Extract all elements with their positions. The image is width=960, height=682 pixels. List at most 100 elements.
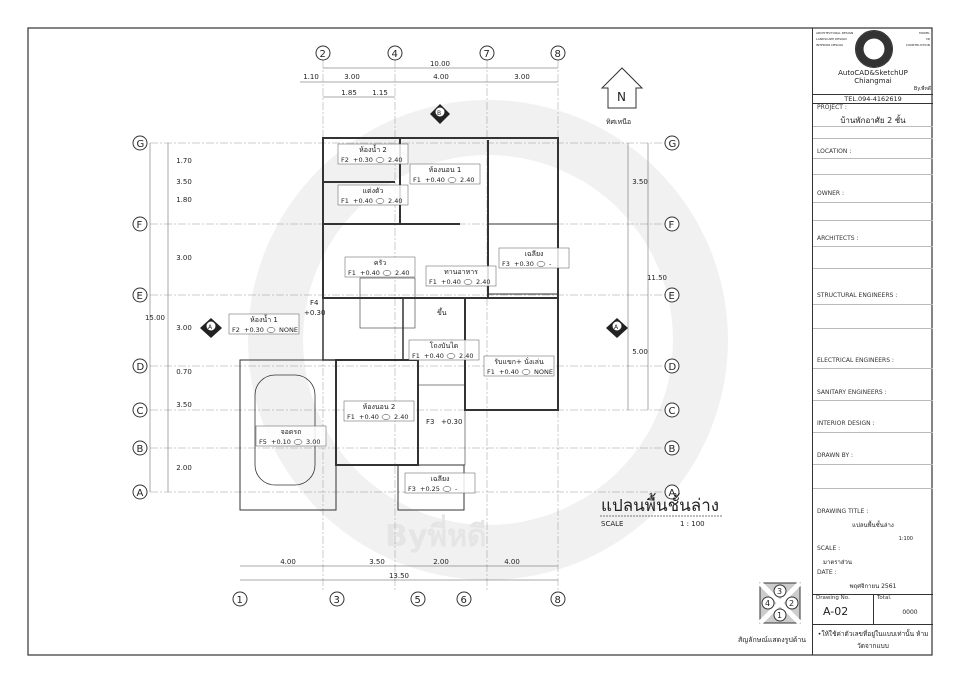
room-floor-code: F1 — [412, 352, 420, 360]
grid-label: 1 — [237, 595, 243, 606]
room-ceiling-height: - — [549, 260, 552, 268]
room-name: ทานอาหาร — [444, 268, 478, 276]
grid-label: 7 — [484, 49, 490, 60]
dimension-value: 1.15 — [372, 89, 388, 97]
grid-label: 3 — [334, 595, 340, 606]
logo-text: MODEL — [919, 31, 930, 35]
room-name: ครัว — [374, 259, 386, 267]
room-floor-code: F1 — [347, 413, 355, 421]
room-name: ห้องนอน 2 — [363, 403, 396, 411]
logo-text: ARCHITECTURAL DESIGN — [816, 31, 854, 35]
drawing-no: A-02 — [823, 605, 849, 618]
project-label: PROJECT : — [817, 104, 847, 111]
room-ceiling-height: NONE — [534, 368, 553, 376]
total-value: 0000 — [902, 609, 918, 616]
ceiling-symbol-icon — [266, 327, 276, 333]
scale-label: SCALE : — [817, 545, 841, 552]
logo-mascot — [855, 30, 893, 68]
view-number: 1 — [777, 611, 782, 620]
usage-note: •ให้ใช้ค่าตัวเลขที่อยู่ในแบบเท่านั้น ห้า… — [817, 630, 929, 650]
telephone: TEL.094-4162619 — [844, 95, 902, 103]
grid-label: A — [669, 488, 676, 499]
room-level: +0.40 — [441, 278, 461, 286]
room-level: +0.40 — [360, 269, 380, 277]
grid-label: F — [137, 220, 143, 231]
grid-label: B — [137, 444, 144, 455]
room-level: +0.25 — [420, 485, 440, 493]
ceiling-symbol-icon — [536, 261, 546, 267]
grid-label: E — [137, 291, 143, 302]
room-name: ห้องนอน 1 — [429, 166, 462, 174]
ramp — [417, 384, 466, 466]
view-number: 2 — [789, 599, 794, 608]
grid-label: F — [669, 220, 675, 231]
ceiling-symbol-icon — [381, 414, 391, 420]
grid-bubble — [132, 402, 148, 418]
room-name: แต่งตัว — [363, 187, 384, 195]
drawn-by-label: DRAWN BY : — [817, 452, 854, 459]
ceiling-symbol-icon — [463, 279, 473, 285]
room-name: เฉลียง — [525, 250, 544, 258]
grid-label: C — [137, 406, 144, 417]
dimension-value: 0.70 — [176, 368, 192, 376]
north-arrow: N ทิศเหนือ — [600, 67, 644, 126]
grid-label: A — [137, 488, 144, 499]
total-label: Total. — [877, 595, 892, 601]
scale-label: SCALE — [601, 520, 623, 528]
north-n: N — [617, 90, 626, 104]
room-ceiling-height: 2.40 — [394, 413, 408, 421]
ceiling-symbol-icon — [446, 353, 456, 359]
section-marker-a-left: A — [200, 318, 222, 338]
section-label: A — [208, 324, 213, 331]
grid-label: 8 — [555, 595, 561, 606]
ramp-level: +0.30 — [441, 418, 462, 426]
dimension-value: 3.50 — [369, 558, 385, 566]
ceiling-symbol-icon — [375, 198, 385, 204]
room-name: ห้องน้ำ 2 — [359, 143, 387, 154]
dimension-value: 13.50 — [389, 572, 409, 580]
drawing-title: แปลนพื้นชั้นล่าง — [601, 493, 719, 516]
logo-text: LANDSCAPE DESIGN — [816, 37, 847, 41]
room-ceiling-height: - — [455, 485, 458, 493]
wall-upper-block — [322, 137, 559, 299]
stair-up-label: ขึ้น — [437, 306, 447, 317]
room-name: รับแขก+ นั่งเล่น — [494, 357, 544, 366]
date-label: DATE : — [817, 569, 837, 576]
company-city: Chiangmai — [854, 77, 892, 85]
grid-bubble — [664, 216, 680, 232]
room-floor-code: F5 — [259, 438, 267, 446]
grid-bubble — [315, 45, 331, 61]
room-ceiling-height: 3.00 — [306, 438, 320, 446]
grid-bubble — [232, 591, 248, 607]
grid-bubble — [664, 402, 680, 418]
carport-outline — [239, 359, 337, 511]
logo-text: INTERIOR DESIGN — [816, 43, 843, 47]
room-level: +0.40 — [424, 352, 444, 360]
dimension-value: 4.00 — [504, 558, 520, 566]
scale-value: 1:100 — [898, 536, 913, 542]
project-value: บ้านพักอาศัย 2 ชั้น — [840, 116, 906, 125]
grid-bubble — [132, 287, 148, 303]
drawing-no-label: Drawing No. — [816, 595, 850, 601]
stair — [359, 277, 416, 329]
dimension-value: 4.00 — [280, 558, 296, 566]
grid-label: 4 — [392, 49, 398, 60]
grid-bubble — [132, 484, 148, 500]
watermark: Byพี่หดี — [248, 100, 728, 580]
room-floor-code: F3 — [408, 485, 416, 493]
logo-text: 3D — [925, 37, 930, 41]
grid-bubble — [387, 45, 403, 61]
walls — [239, 137, 559, 511]
location-label: LOCATION : — [817, 148, 852, 155]
north-label: ทิศเหนือ — [606, 118, 631, 126]
